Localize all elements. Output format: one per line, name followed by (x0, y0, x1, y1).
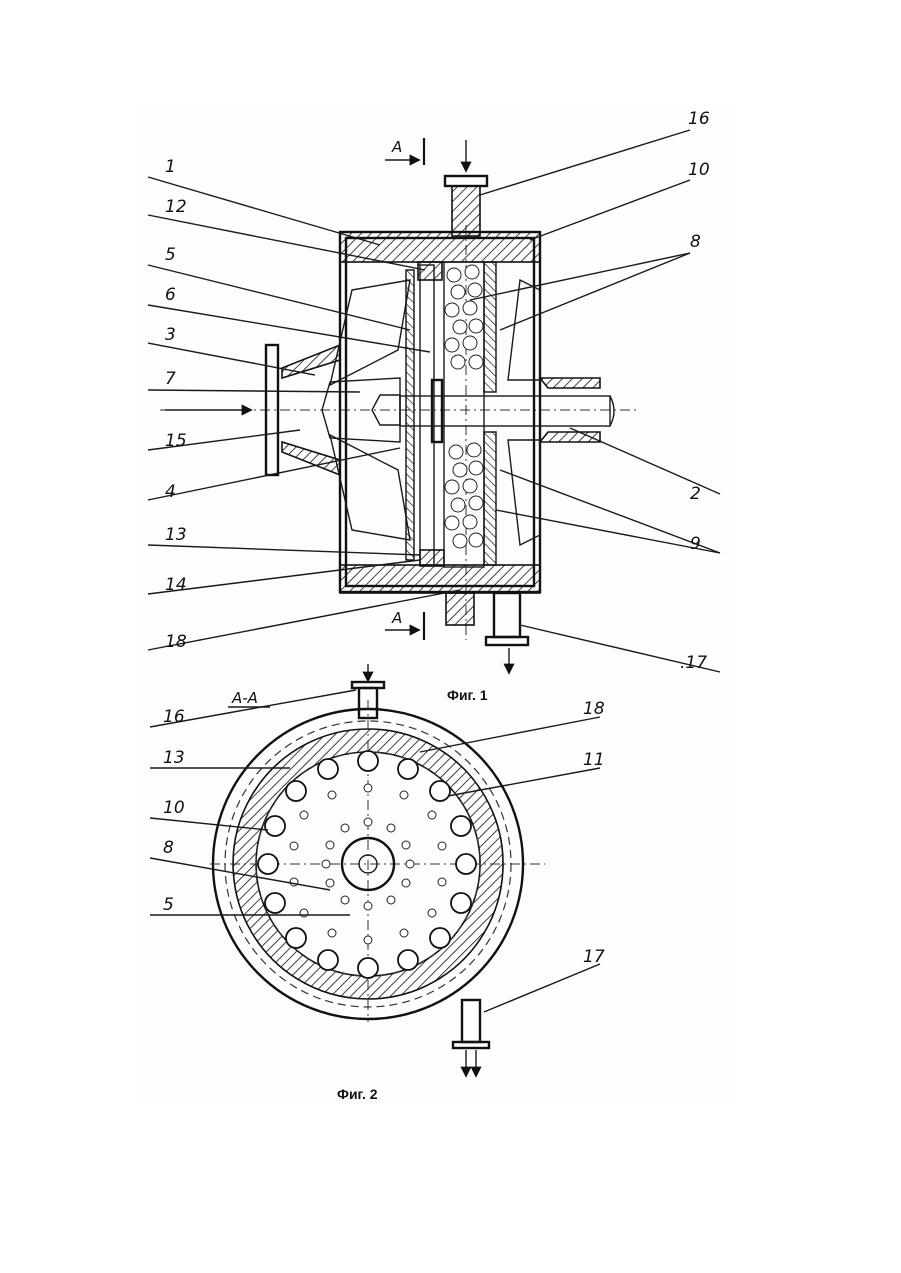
section-label-aa: А-А (231, 689, 258, 707)
figure-1-caption: Фиг. 1 (447, 687, 488, 703)
callout-6: 6 (165, 285, 176, 305)
callout-f2-17: 17 (583, 947, 605, 967)
callout-10: 10 (688, 160, 710, 180)
callout-f2-16: 16 (163, 707, 185, 727)
callout-13: 13 (165, 525, 187, 545)
callout-f2-18: 18 (583, 699, 605, 719)
callout-18: 18 (165, 632, 187, 652)
callout-f2-13: 13 (163, 748, 185, 768)
callout-14: 14 (165, 575, 187, 595)
drain-pipe-18 (446, 593, 474, 625)
callout-f2-11: 11 (583, 750, 605, 770)
inlet-pipe-16 (452, 186, 480, 236)
callout-16: 16 (688, 109, 710, 129)
callout-4: 4 (165, 482, 176, 502)
right-sleeve-upper (540, 378, 600, 388)
figure-2-caption: Фиг. 2 (337, 1086, 378, 1102)
callout-7: 7 (165, 369, 176, 389)
callout-f2-8: 8 (163, 838, 174, 858)
section-letter-bottom: А (391, 609, 402, 627)
callout-9: 9 (690, 534, 701, 554)
callout-15: 15 (165, 431, 187, 451)
callout-f2-5: 5 (163, 895, 174, 915)
callout-2: 2 (690, 484, 701, 504)
callout-5: 5 (165, 245, 176, 265)
seal-14 (420, 550, 444, 566)
disk-9 (484, 432, 496, 565)
callout-17: .17 (680, 653, 707, 673)
section-letter-top: А (391, 138, 402, 156)
callout-12: 12 (165, 197, 187, 217)
callout-8: 8 (690, 232, 701, 252)
callout-1: 1 (165, 157, 176, 177)
bottom-cover (340, 565, 540, 593)
callout-f2-10: 10 (163, 798, 185, 818)
disk-8 (484, 262, 496, 392)
seal-12 (418, 262, 442, 280)
disk-wall-5 (406, 270, 414, 560)
top-cover-1 (340, 232, 540, 262)
callout-3: 3 (165, 325, 176, 345)
